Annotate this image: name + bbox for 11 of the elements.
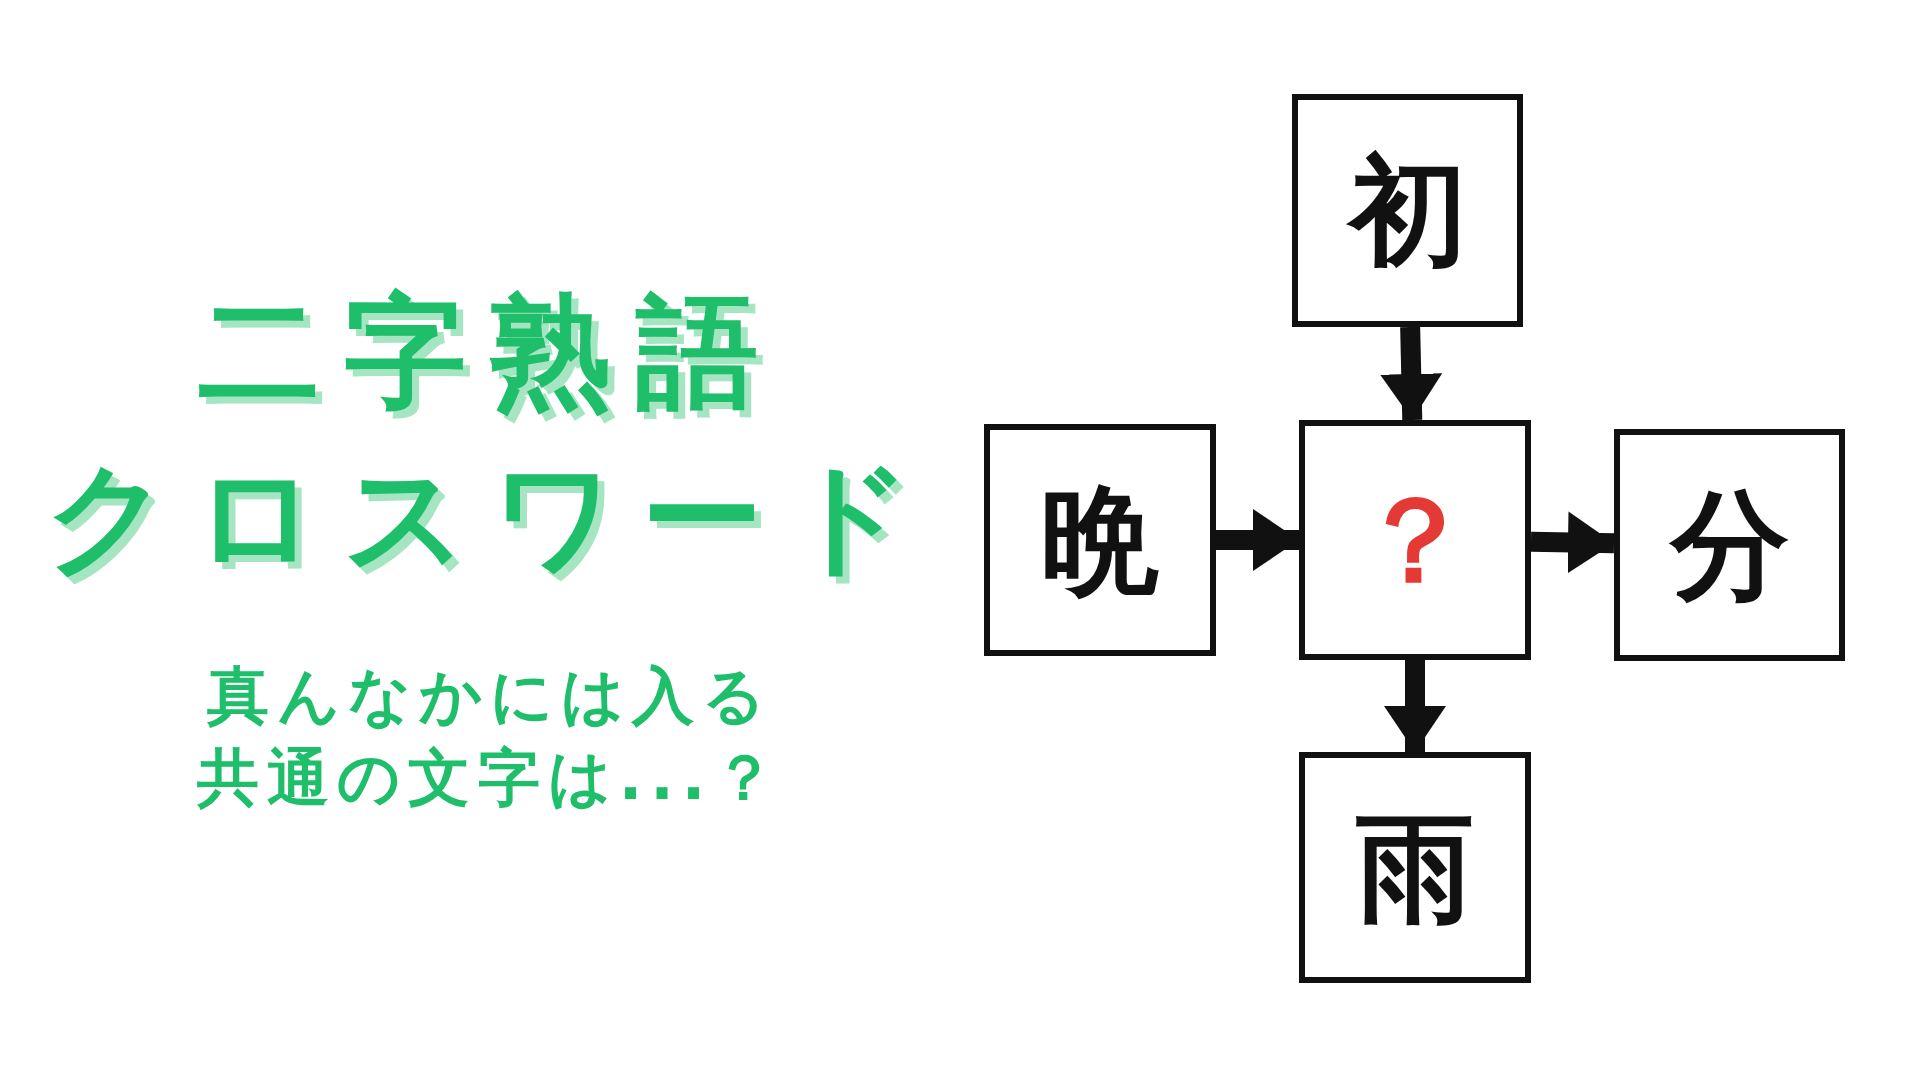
arrow	[1530, 511, 1615, 574]
title-text: 二字熟語クロスワード	[43, 280, 937, 590]
kanji-box: 晩	[984, 424, 1216, 656]
kanji-box: 初	[1292, 94, 1523, 327]
question-text: 真んなかには入る共通の文字は...？	[195, 658, 785, 816]
kanji-box: 分	[1614, 429, 1845, 661]
arrow	[1380, 326, 1443, 421]
arrow	[1384, 660, 1446, 752]
kanji-box: 雨	[1299, 752, 1531, 983]
arrow	[1216, 509, 1299, 571]
kanji-box: ？	[1299, 420, 1531, 660]
